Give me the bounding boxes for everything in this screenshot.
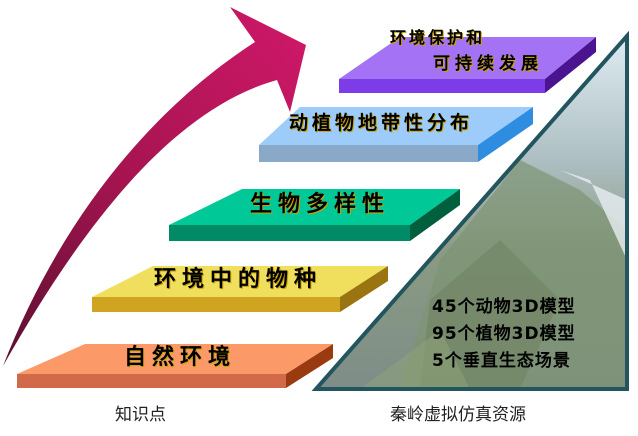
caption-qinling-resources: 秦岭虚拟仿真资源 (390, 405, 526, 425)
level-label-1: 自然环境 (124, 344, 237, 370)
resource-line-scenes: 5个垂直生态场景 (432, 351, 571, 371)
caption-knowledge-points: 知识点 (115, 405, 166, 425)
level-label-3: 生物多样性 (250, 191, 391, 217)
level-slab-2 (92, 266, 388, 312)
mountain-frame (311, 30, 629, 391)
level-slab-3 (169, 189, 460, 241)
level-label-5b: 可持续发展 (433, 54, 543, 74)
level-label-2: 环境中的物种 (154, 266, 323, 292)
growth-arrow (3, 7, 306, 366)
level-label-5a: 环境保护和 (390, 28, 486, 47)
level-slab-1 (17, 344, 333, 388)
level-slab-4 (259, 107, 533, 162)
level-label-4: 动植物地带性分布 (289, 112, 474, 134)
resource-line-plants: 95个植物3D模型 (432, 324, 576, 344)
resource-line-animals: 45个动物3D模型 (432, 297, 576, 317)
level-slab-5 (339, 37, 596, 93)
